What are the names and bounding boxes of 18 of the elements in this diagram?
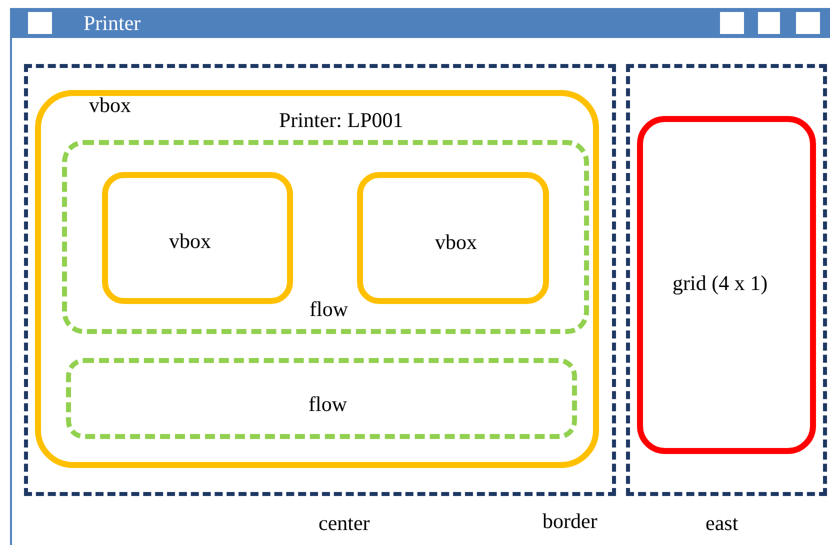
container-label: vbox (435, 232, 477, 252)
container-title: Printer: LP001 (279, 110, 404, 130)
grid-container (637, 116, 816, 454)
vbox-container (35, 90, 599, 468)
flow-container (62, 140, 589, 334)
vbox-container (102, 172, 293, 304)
container-label: flow (308, 394, 347, 414)
region-label: center (318, 512, 370, 534)
flow-container (66, 358, 577, 439)
app-window (10, 8, 830, 545)
container-label: vbox (89, 94, 131, 116)
container-label: grid (4 x 1) (672, 272, 768, 294)
container-label: vbox (169, 230, 211, 252)
container-label: flow (310, 298, 348, 320)
layout-label: border (542, 510, 598, 532)
window-title: Printer (84, 12, 141, 34)
region-label: east (706, 512, 738, 534)
vbox-container (357, 172, 549, 304)
